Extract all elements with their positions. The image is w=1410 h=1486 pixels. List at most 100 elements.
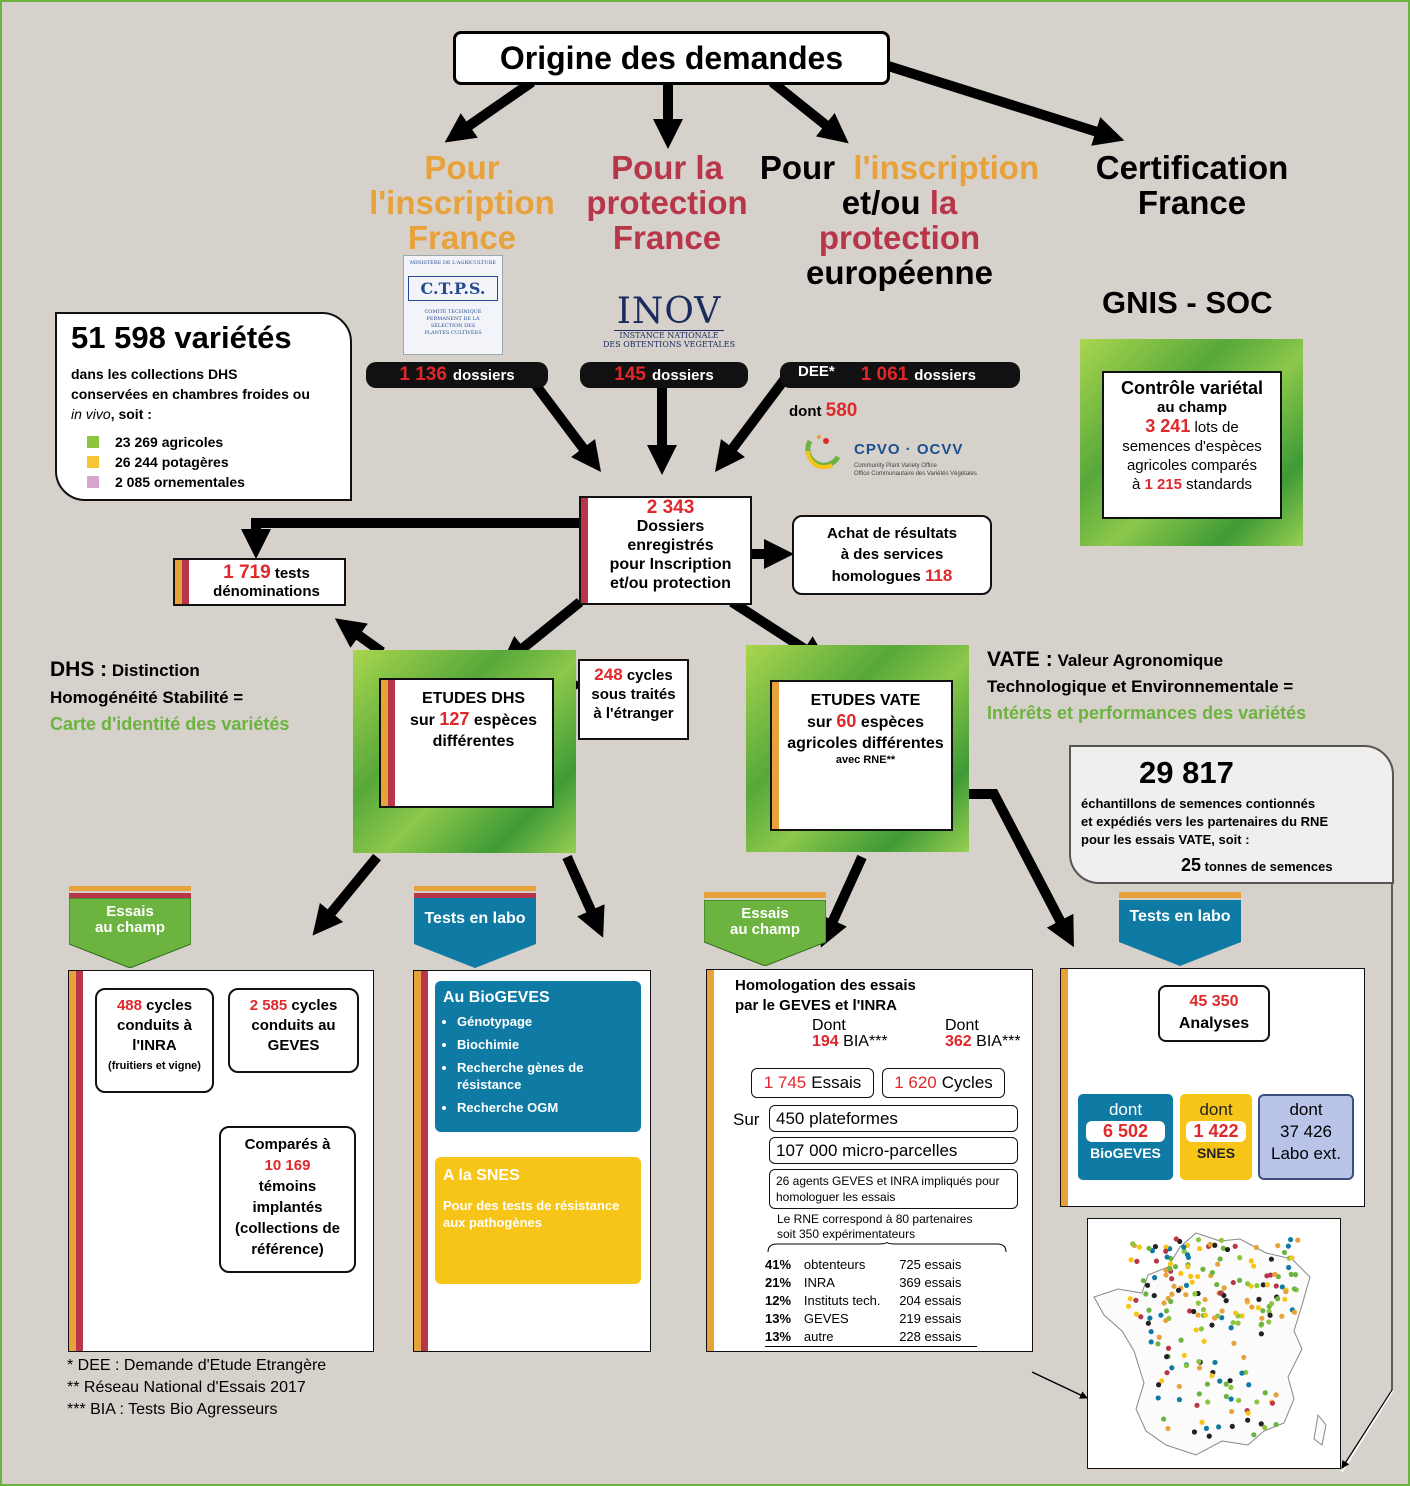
achat-line: à des services: [840, 546, 944, 563]
trial-site-dot: [1156, 1334, 1162, 1340]
compares-line: Comparés à: [244, 1136, 331, 1153]
trial-site-dot: [1239, 1313, 1245, 1319]
trial-site-dot: [1195, 1312, 1201, 1318]
dhs-line: Homogénéité Stabilité =: [50, 688, 244, 707]
tab-label: au champ: [94, 919, 166, 936]
trial-site-dot: [1275, 1243, 1281, 1249]
inra-cycles-box: 488 cycles conduits à l'INRA (fruitiers …: [95, 988, 214, 1093]
partner-n: 369 essais: [899, 1275, 962, 1290]
trial-site-dot: [1178, 1270, 1184, 1277]
trial-site-dot: [1219, 1315, 1225, 1321]
branch-line: France: [407, 219, 517, 256]
homologation-title-line: par le GEVES et l'INRA: [735, 997, 897, 1014]
trial-site-dot: [1230, 1279, 1236, 1286]
trial-site-dot: [1169, 1365, 1175, 1371]
trial-site-dot: [1288, 1271, 1294, 1277]
tab-essais-champ-dhs: Essais au champ: [69, 886, 191, 968]
trial-site-dot: [1295, 1237, 1301, 1243]
biogeves-title: Au BioGEVES: [443, 989, 550, 1006]
dont-number: 194: [812, 1033, 839, 1050]
branch-line: France: [1137, 184, 1247, 221]
trial-site-dot: [1220, 1245, 1226, 1251]
trial-site-dot: [1158, 1312, 1164, 1318]
trial-site-dot: [1156, 1382, 1162, 1388]
partner-pct: 12%: [765, 1293, 792, 1308]
gnis-standards-number: 1 215: [1144, 476, 1182, 493]
inra-line: cycles: [146, 997, 193, 1014]
snes-title: A la SNES: [443, 1167, 520, 1184]
tonnes-label: tonnes de semences: [1204, 859, 1333, 874]
trial-site-dot: [1246, 1382, 1252, 1388]
biogeves-item: Biochimie: [457, 1036, 633, 1053]
trial-site-dot: [1186, 1308, 1193, 1314]
trial-site-dot: [1236, 1397, 1242, 1404]
pill-label: dossiers: [452, 366, 515, 384]
branch-europe: Pour l'inscription et/ou la protection e…: [757, 150, 1042, 290]
trial-site-dot: [1161, 1416, 1167, 1422]
trial-site-dot: [1167, 1261, 1174, 1267]
trial-site-dot: [1195, 1237, 1202, 1243]
trial-site-dot: [1264, 1282, 1270, 1288]
tab-label: Essais: [106, 903, 154, 920]
etudes-vate-line: espèces: [860, 714, 924, 731]
cycles-248-box: 248 cycles sous traités à l'étranger: [578, 659, 689, 740]
ctps-logo: MINISTÈRE DE L'AGRICULTURE C.T.P.S. COMI…: [403, 255, 503, 355]
tests-line: tests: [274, 565, 310, 582]
trial-site-dot: [1153, 1258, 1160, 1264]
stripe: [414, 971, 421, 1351]
trial-site-dot: [1161, 1300, 1167, 1306]
france-map: [1093, 1232, 1327, 1456]
trial-site-dot: [1291, 1286, 1297, 1292]
trial-site-dot: [1212, 1242, 1218, 1248]
dont-label: Dont: [945, 1017, 979, 1034]
trial-site-dot: [1168, 1298, 1174, 1305]
trial-site-dot: [1200, 1266, 1206, 1272]
trial-site-dot: [1217, 1290, 1224, 1296]
trial-site-dot: [1202, 1312, 1208, 1318]
analyses-biogeves-number: 6 502: [1086, 1121, 1165, 1142]
trial-site-dot: [1244, 1297, 1250, 1303]
compares-line: référence): [251, 1241, 324, 1258]
trial-site-dot: [1205, 1399, 1211, 1405]
trial-site-dot: [1269, 1400, 1276, 1406]
trial-site-dot: [1127, 1296, 1133, 1302]
title-box: Origine des demandes: [453, 31, 890, 85]
cpvo-name: CPVO · OCVV: [854, 441, 964, 458]
rne-line: soit 350 expérimentateurs: [777, 1227, 916, 1241]
dont-label: dont: [1199, 1100, 1233, 1119]
vate-line: Intérêts et performances des variétés: [987, 703, 1307, 723]
trial-site-dot: [1228, 1396, 1234, 1402]
partner-n: 219 essais: [899, 1311, 962, 1326]
inov-line1: INSTANCE NATIONALE: [614, 330, 724, 340]
tests-labo-dhs-panel: Au BioGEVES GénotypageBiochimieRecherche…: [413, 970, 651, 1352]
trial-site-dot: [1245, 1281, 1251, 1287]
partner-who: obtenteurs: [803, 1257, 866, 1272]
trial-site-dot: [1193, 1327, 1199, 1333]
branch-inscription-france: Pour l'inscription France: [357, 150, 567, 255]
trial-site-dot: [1235, 1320, 1241, 1326]
partner-pct: 13%: [765, 1311, 792, 1326]
essais-label: Essais: [811, 1073, 862, 1092]
trial-site-dot: [1264, 1273, 1270, 1279]
achat-number: 118: [924, 566, 953, 585]
trial-site-dot: [1176, 1397, 1183, 1403]
geves-line: conduits au: [251, 1017, 336, 1034]
partner-n: 725 essais: [899, 1257, 962, 1272]
footnotes: * DEE : Demande d'Etude Etrangère ** Rés…: [67, 1355, 326, 1421]
cpvo-emblem-icon: [805, 435, 841, 470]
rne-line: Le RNE correspond à 80 partenaires: [777, 1212, 973, 1226]
collections-desc-italic: in vivo: [71, 406, 111, 422]
trial-site-dot: [1228, 1325, 1234, 1331]
stripe: [175, 560, 182, 604]
france-map-panel: [1087, 1218, 1341, 1469]
etudes-dhs-line: ETUDES DHS: [421, 690, 526, 707]
dont-number: 362: [945, 1033, 972, 1050]
cpvo-line1: Community Plant Variety Office: [854, 463, 937, 469]
inra-line: (fruitiers et vigne): [108, 1060, 201, 1072]
trial-site-dot: [1268, 1256, 1275, 1262]
cycles248-number: 248: [594, 665, 623, 684]
echantillons-line: échantillons de semences contionnés: [1081, 796, 1316, 811]
